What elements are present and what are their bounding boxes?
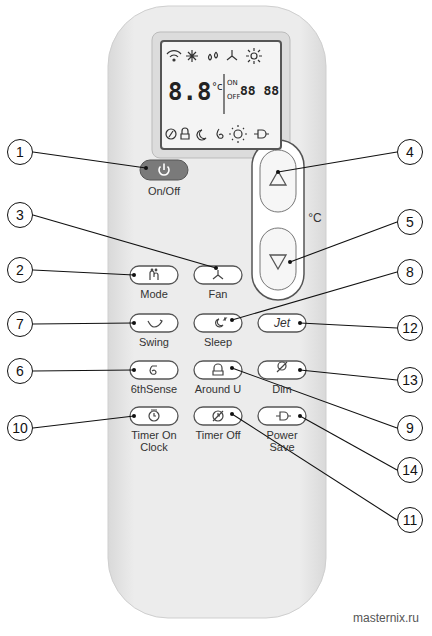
leader-line xyxy=(33,416,134,428)
callout-number: 3 xyxy=(7,202,33,228)
button-label: °C xyxy=(308,212,321,225)
leader-dot xyxy=(298,414,302,418)
leader-dot xyxy=(214,266,218,270)
callout-number: 2 xyxy=(7,257,33,283)
button-label: Timer On Clock xyxy=(128,429,180,453)
button-label: Fan xyxy=(209,288,228,300)
button-label: Sleep xyxy=(204,336,232,348)
callout-text: 4 xyxy=(406,145,414,159)
power-button xyxy=(140,160,188,180)
callout-number: 10 xyxy=(7,415,33,441)
leader-dot xyxy=(298,368,302,372)
lcd-display: 8.8°c ON OFF88 88 xyxy=(160,40,282,150)
remote-body xyxy=(108,6,326,618)
leader-line xyxy=(278,152,397,172)
down-arrow xyxy=(270,255,286,269)
leader-dot xyxy=(230,318,234,322)
leader-line xyxy=(33,152,146,168)
button-label: Power Save xyxy=(260,429,304,453)
leader-dot xyxy=(132,273,136,277)
callout-text: 2 xyxy=(16,263,24,277)
callout-number: 8 xyxy=(397,259,423,285)
leader-line xyxy=(300,323,397,328)
button-label: On/Off xyxy=(148,185,180,197)
button-label: Timer Off xyxy=(195,429,240,441)
leader-dot xyxy=(288,260,292,264)
button-label: Around U xyxy=(195,383,241,395)
leader-line xyxy=(33,370,134,371)
buttons xyxy=(130,266,306,425)
callout-number: 4 xyxy=(397,139,423,165)
button-label: 6thSense xyxy=(131,383,177,395)
watermark: masternix.ru xyxy=(353,612,419,625)
display-frame xyxy=(152,32,290,158)
callout-number: 14 xyxy=(397,457,423,483)
temp-up-button xyxy=(260,150,296,212)
button-label: Dim xyxy=(272,383,292,395)
leader-dot xyxy=(132,321,136,325)
leader-line xyxy=(33,323,134,324)
leader-dot xyxy=(230,412,234,416)
callout-text: 1 xyxy=(16,145,24,159)
callout-text: 7 xyxy=(16,317,24,331)
leader-dot xyxy=(144,166,148,170)
leader-dot xyxy=(230,366,234,370)
leader-line xyxy=(232,414,397,520)
temp-rocker xyxy=(252,140,304,300)
up-arrow xyxy=(270,171,286,185)
callout-text: 5 xyxy=(406,215,414,229)
lcd-text: ON xyxy=(227,80,238,87)
callout-number: 5 xyxy=(397,209,423,235)
leader-line xyxy=(33,215,216,268)
callout-text: 9 xyxy=(406,421,414,435)
button-label: Mode xyxy=(140,288,168,300)
leader-dot xyxy=(132,414,136,418)
callout-number: 9 xyxy=(397,415,423,441)
leader-line xyxy=(300,416,397,470)
lcd-text: 88 88 xyxy=(240,84,279,97)
callout-text: 13 xyxy=(402,373,418,387)
callout-number: 6 xyxy=(7,358,33,384)
callout-number: 1 xyxy=(7,139,33,165)
lcd-text: °c xyxy=(212,82,223,92)
button-label: Jet xyxy=(274,317,290,330)
callout-text: 12 xyxy=(402,321,418,335)
callout-number: 7 xyxy=(7,311,33,337)
callout-text: 10 xyxy=(12,421,28,435)
lcd-text: 8.8 xyxy=(168,80,211,104)
callout-text: 6 xyxy=(16,364,24,378)
callout-text: 14 xyxy=(402,463,418,477)
leader-dot xyxy=(132,368,136,372)
power-icon xyxy=(159,164,169,176)
callout-number: 11 xyxy=(397,507,423,533)
temp-down-button xyxy=(260,228,296,290)
callout-text: 11 xyxy=(403,513,418,527)
leader-dot xyxy=(276,170,280,174)
callout-number: 13 xyxy=(397,367,423,393)
callout-number: 12 xyxy=(397,315,423,341)
button-label: Swing xyxy=(139,336,169,348)
leader-dot xyxy=(298,321,302,325)
leader-line xyxy=(232,272,397,320)
leader-line xyxy=(290,222,397,262)
leader-line xyxy=(232,368,397,428)
lcd-text: OFF xyxy=(227,94,241,101)
leader-line xyxy=(33,270,134,275)
callout-text: 3 xyxy=(16,208,24,222)
callout-text: 8 xyxy=(406,265,414,279)
button-icons xyxy=(148,269,291,421)
leader-line xyxy=(300,370,397,380)
